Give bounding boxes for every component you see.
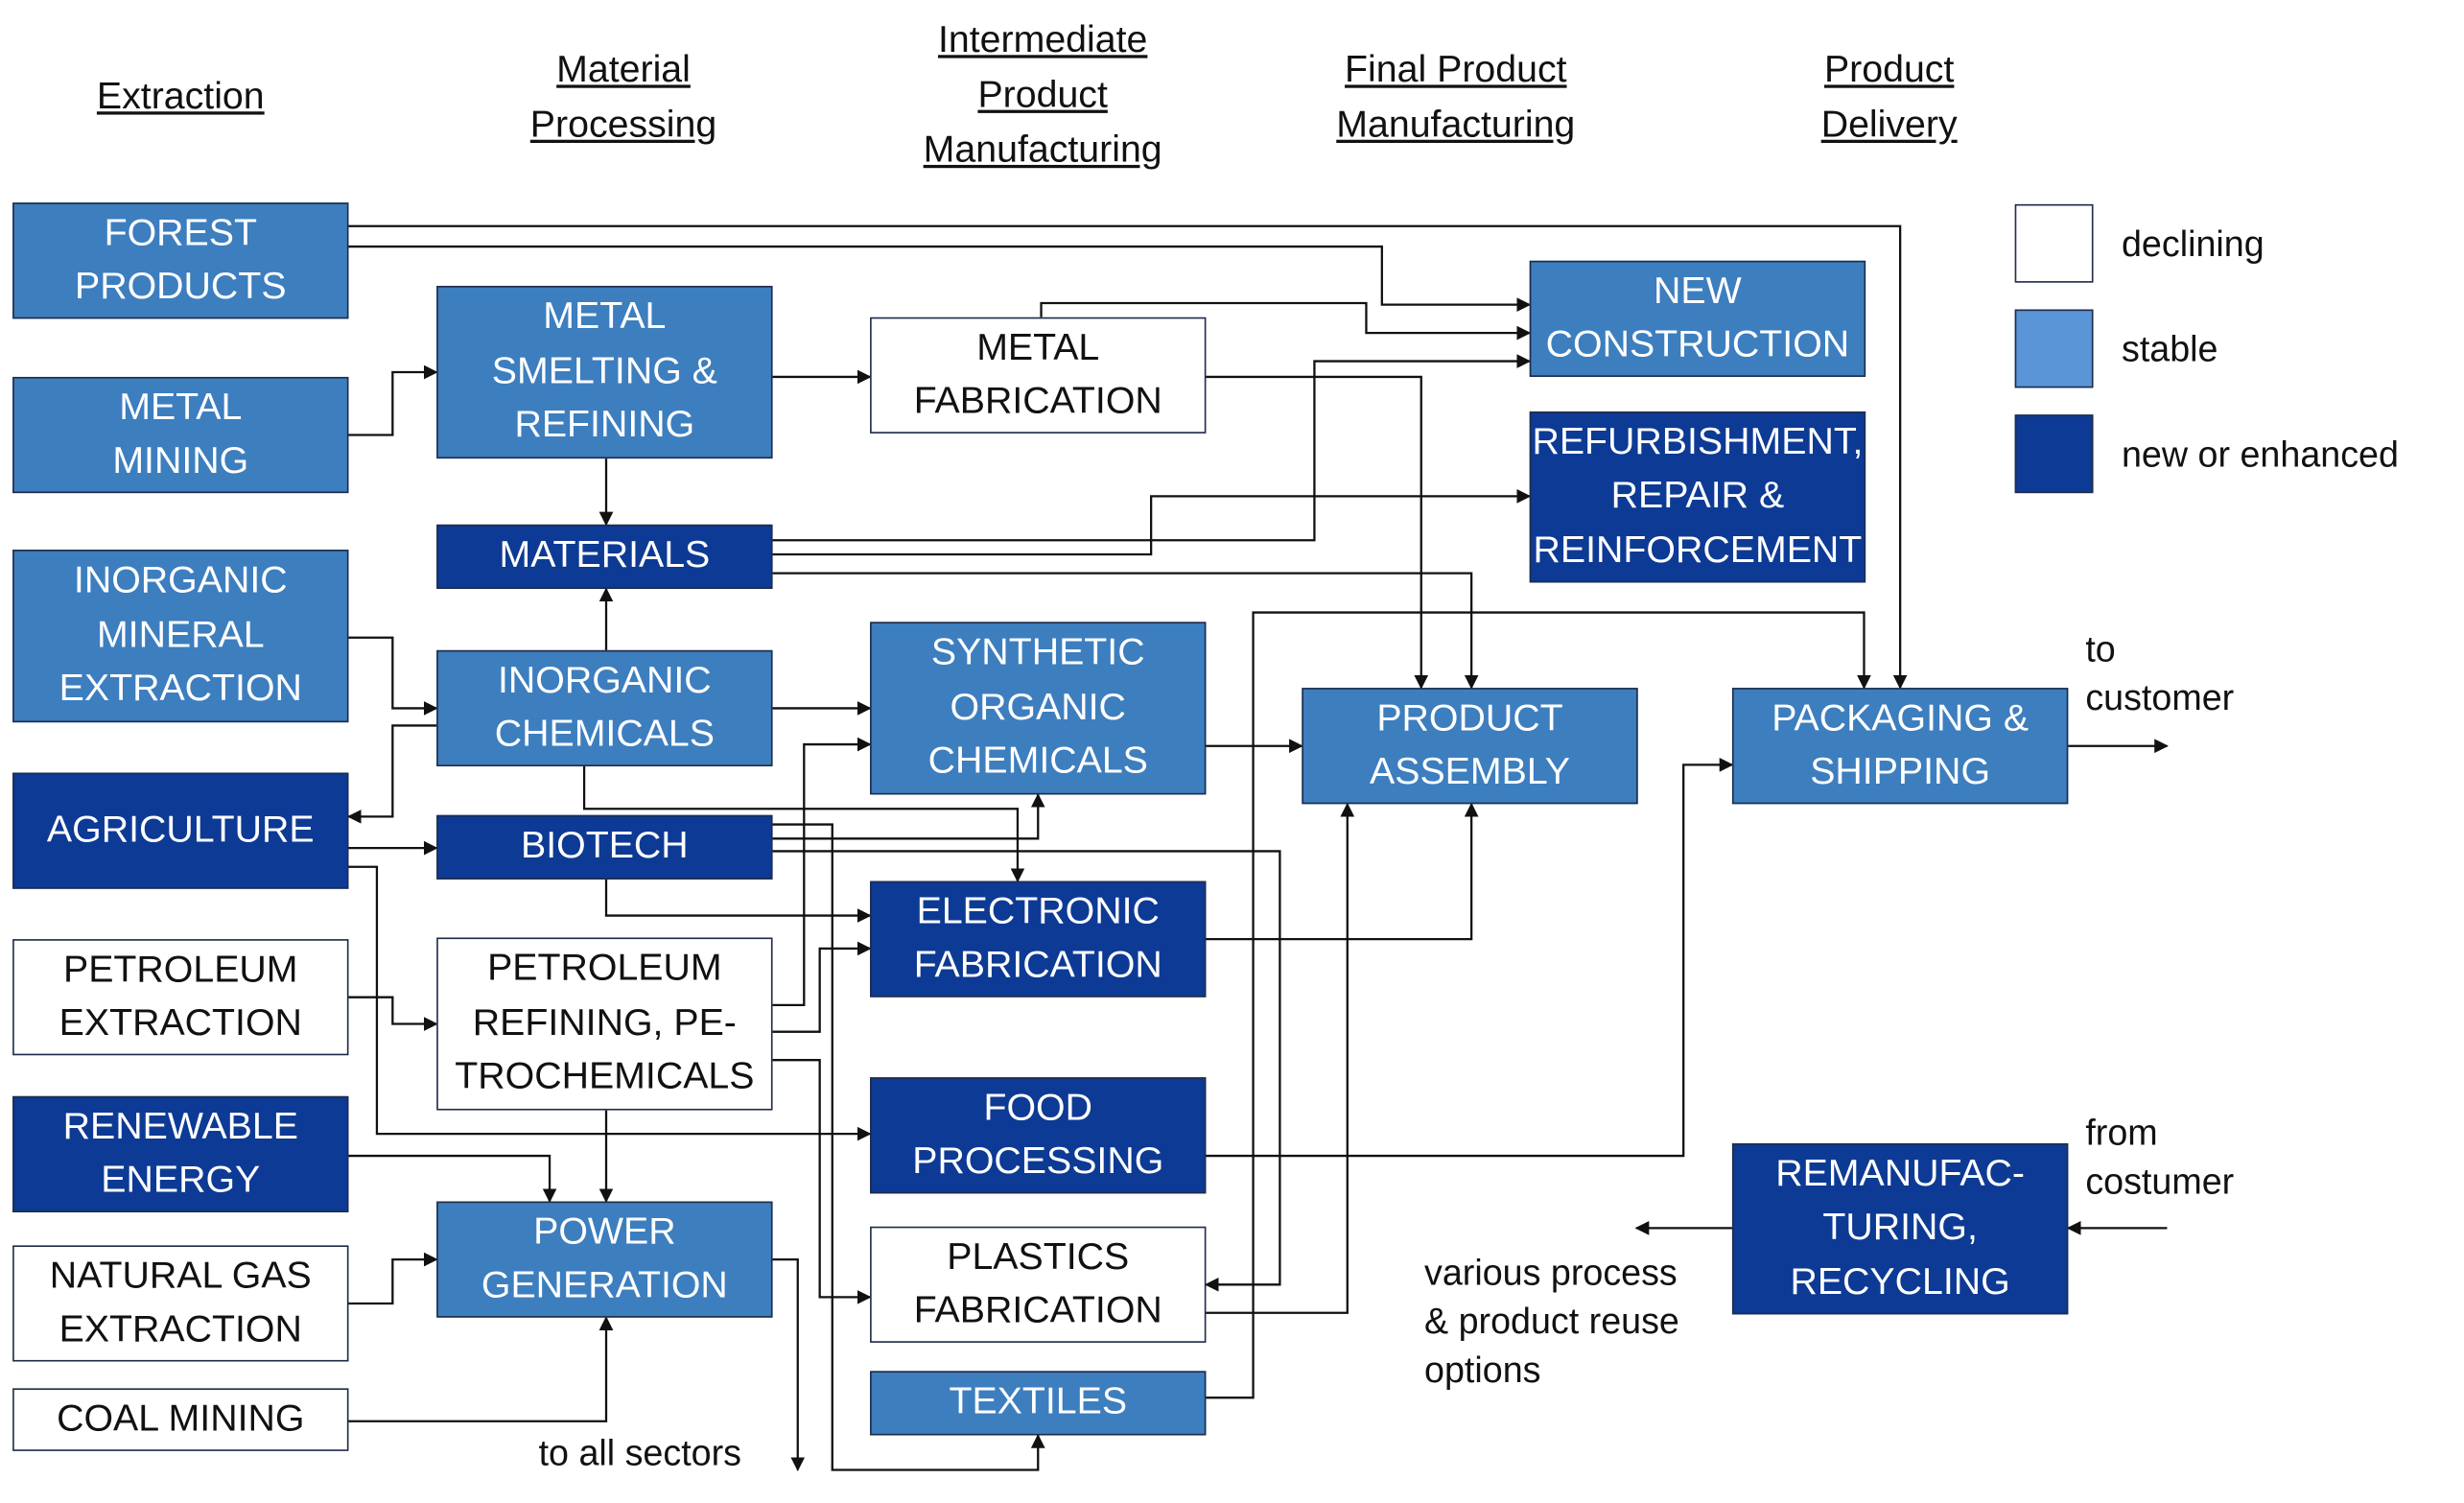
legend-swatch-stable xyxy=(2014,309,2094,388)
node-synthetic-organic-chemicals: SYNTHETIC ORGANIC CHEMICALS xyxy=(870,622,1207,795)
node-refurbishment-repair: REFURBISHMENT, REPAIR & REINFORCEMENT xyxy=(1529,411,1866,583)
node-natural-gas-extraction: NATURAL GAS EXTRACTION xyxy=(12,1245,349,1362)
node-petroleum-extraction: PETROLEUM EXTRACTION xyxy=(12,939,349,1056)
legend-swatch-new-or-enhanced xyxy=(2014,414,2094,494)
note-from-customer: from costumer xyxy=(2085,1112,2235,1202)
node-new-construction: NEW CONSTRUCTION xyxy=(1529,260,1866,377)
note-to-all-sectors: to all sectors xyxy=(538,1432,741,1473)
arrow-naturalgas-to-power xyxy=(348,1252,438,1305)
legend-swatch-declining xyxy=(2014,203,2094,283)
arrow-materials-to-assembly xyxy=(772,572,1479,690)
arrow-agriculture-to-food xyxy=(348,865,872,1141)
node-electronic-fabrication: ELECTRONIC FABRICATION xyxy=(870,881,1207,998)
arrow-renewable-to-power xyxy=(348,1154,557,1204)
arrow-forest-to-construction xyxy=(348,245,1532,313)
arrow-refining-to-synthetic xyxy=(772,737,872,1007)
header-product-delivery: Product Delivery xyxy=(1820,48,1958,147)
arrow-materials-to-construction xyxy=(772,354,1532,542)
legend-label-declining: declining xyxy=(2121,223,2265,265)
arrow-electronic-to-assembly xyxy=(1206,802,1479,941)
legend-label-stable: stable xyxy=(2121,328,2218,369)
arrow-petroleum-to-refining xyxy=(348,996,438,1031)
arrow-biotech-to-synthetic xyxy=(772,793,1045,840)
node-coal-mining: COAL MINING xyxy=(12,1388,349,1451)
arrow-food-to-packaging xyxy=(1206,757,1734,1158)
node-inorganic-mineral-extraction: INORGANIC MINERAL EXTRACTION xyxy=(12,550,349,723)
node-renewable-energy: RENEWABLE ENERGY xyxy=(12,1095,349,1212)
arrow-refining-to-plastics xyxy=(772,1059,872,1304)
node-food-processing: FOOD PROCESSING xyxy=(870,1077,1207,1194)
arrow-biotech-to-plastics xyxy=(772,850,1281,1292)
arrow-refining-to-electronic xyxy=(772,941,872,1033)
node-remanufacturing-recycling: REMANUFAC- TURING, RECYCLING xyxy=(1731,1142,2069,1315)
header-intermediate-manufacturing: Intermediate Product Manufacturing xyxy=(923,18,1162,172)
node-forest-products: FOREST PRODUCTS xyxy=(12,202,349,319)
note-to-customer: to customer xyxy=(2085,627,2235,718)
arrow-materials-to-refurbishment xyxy=(772,489,1532,556)
arrow-metalfab-to-construction-a xyxy=(1040,301,1532,341)
header-material-processing: Material Processing xyxy=(529,48,717,147)
node-product-assembly: PRODUCT ASSEMBLY xyxy=(1302,688,1638,805)
node-petroleum-refining: PETROLEUM REFINING, PE- TROCHEMICALS xyxy=(436,937,773,1111)
arrow-metalmining-to-smelting xyxy=(348,364,438,436)
arrow-inorgchem-to-electronic xyxy=(582,766,1025,882)
node-plastics-fabrication: PLASTICS FABRICATION xyxy=(870,1226,1207,1343)
arrow-metalfab-to-assembly xyxy=(1206,375,1429,690)
arrow-inorgchem-to-agriculture xyxy=(347,724,437,824)
node-metal-fabrication: METAL FABRICATION xyxy=(870,317,1207,434)
arrow-mineral-to-inorgchem xyxy=(348,636,438,716)
legend-label-new-or-enhanced: new or enhanced xyxy=(2121,433,2399,475)
node-materials: MATERIALS xyxy=(436,524,773,589)
arrow-coal-to-power xyxy=(348,1316,614,1422)
arrow-power-to-all-sectors xyxy=(772,1257,806,1471)
node-metal-smelting-refining: METAL SMELTING & REFINING xyxy=(436,285,773,459)
arrow-textiles-to-packaging xyxy=(1206,611,1871,1399)
header-final-product-manufacturing: Final Product Manufacturing xyxy=(1336,48,1576,147)
node-packaging-shipping: PACKAGING & SHIPPING xyxy=(1731,688,2069,805)
node-inorganic-chemicals: INORGANIC CHEMICALS xyxy=(436,649,773,767)
arrow-forest-to-packaging xyxy=(348,224,1908,690)
node-agriculture: AGRICULTURE xyxy=(12,772,349,889)
arrow-biotech-to-electronic xyxy=(604,879,872,923)
header-extraction: Extraction xyxy=(96,75,265,118)
node-textiles: TEXTILES xyxy=(870,1371,1207,1436)
arrow-plastics-to-assembly xyxy=(1206,802,1355,1314)
node-metal-mining: METAL MINING xyxy=(12,376,349,494)
node-biotech: BIOTECH xyxy=(436,814,773,880)
node-power-generation: POWER GENERATION xyxy=(436,1201,773,1318)
arrow-biotech-to-textiles xyxy=(772,823,1045,1471)
note-reuse-options: various process & product reuse options xyxy=(1424,1251,1679,1391)
